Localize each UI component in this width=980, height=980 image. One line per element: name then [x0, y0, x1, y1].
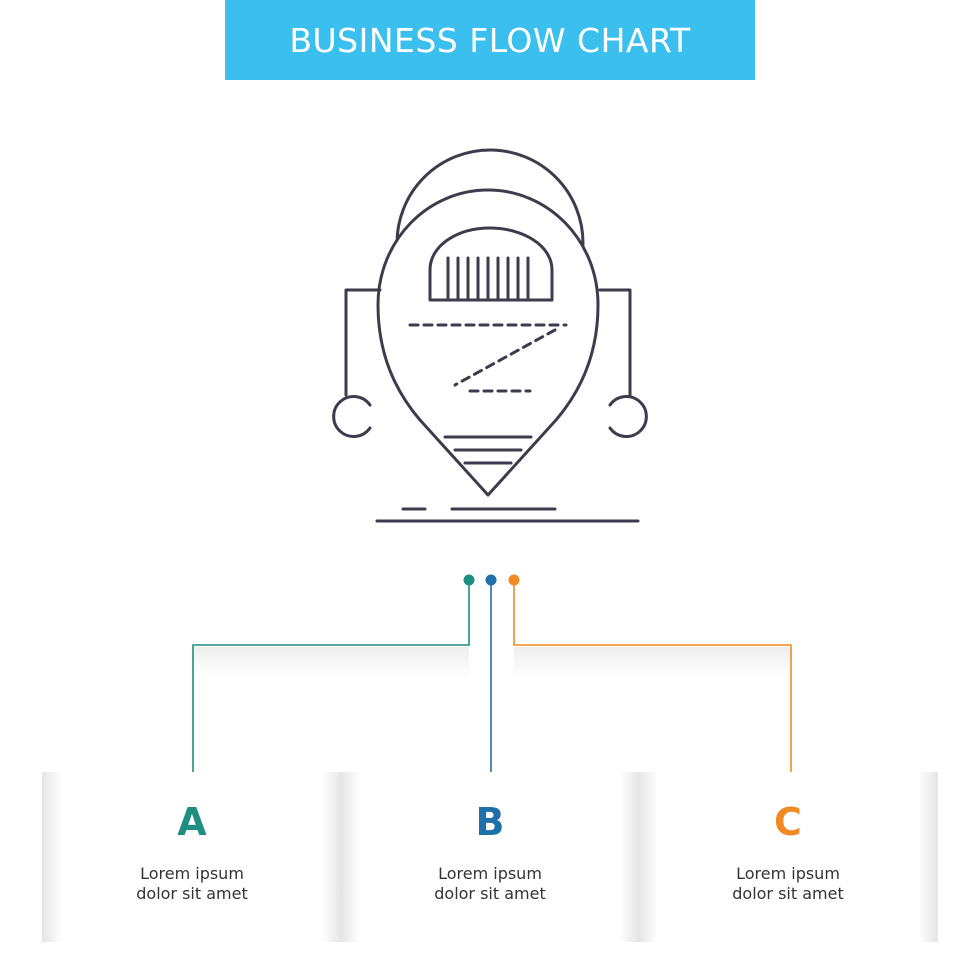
connector-c: [513, 580, 792, 780]
card-letter-b: B: [475, 800, 505, 844]
card-letter-a: A: [177, 800, 207, 844]
page-title: BUSINESS FLOW CHART: [289, 20, 691, 60]
connector-shadow-c: [514, 647, 791, 677]
connector-a: [192, 580, 470, 780]
connector-shadow-a: [193, 647, 469, 677]
dot-b: [485, 574, 497, 586]
title-banner: BUSINESS FLOW CHART: [225, 0, 755, 80]
visor-stripes: [446, 256, 530, 302]
dot-c: [508, 574, 520, 586]
card-letter-c: C: [774, 800, 802, 844]
robot-beta-icon: [332, 148, 648, 523]
dot-a: [463, 574, 475, 586]
